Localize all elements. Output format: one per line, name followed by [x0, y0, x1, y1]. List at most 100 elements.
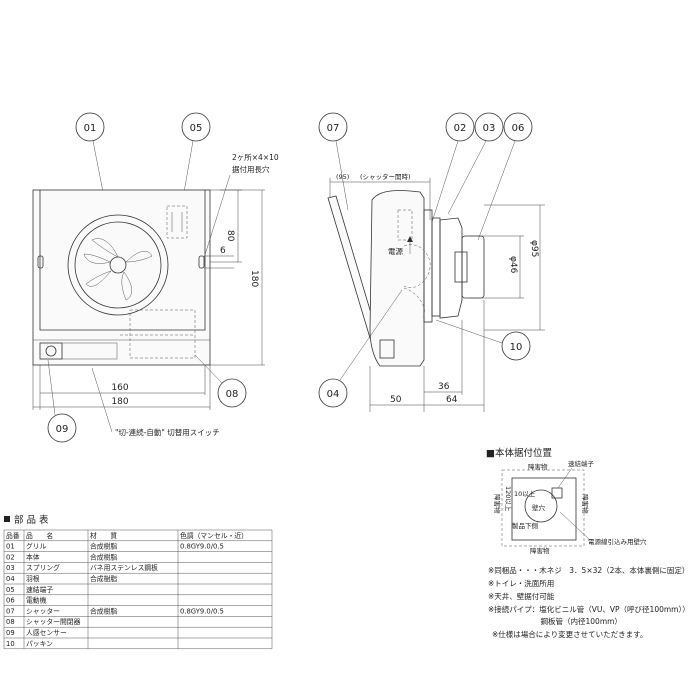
callout-08	[217, 378, 247, 408]
junction-box	[551, 487, 563, 499]
note-5: 鋼板管（内径100mm）	[488, 616, 622, 626]
obstacle-left: 障害物	[493, 494, 502, 514]
table-cell: 0.8GY9.0/0.5	[180, 607, 224, 615]
table-cell: 人感センサー	[26, 628, 67, 637]
table-cell: 08	[6, 618, 15, 626]
callout-01-label: 01	[84, 123, 97, 134]
dim-64: 64	[446, 395, 458, 405]
table-cell: パッキン	[26, 640, 53, 648]
switch-label: "切-連続-自動" 切替用スイッチ	[115, 427, 220, 437]
dia-46: φ46	[508, 256, 518, 274]
power-label: 電源	[388, 247, 403, 256]
callout-02	[445, 112, 475, 142]
callout-07-label: 07	[327, 123, 340, 134]
dim-95: (95)	[336, 173, 349, 181]
junction-label: 速結端子	[568, 459, 595, 468]
table-header-cell: 品番	[6, 532, 20, 540]
note-1: ※同梱品・・・木ネジ 3．5×32（2本、本体裏側に固定）	[488, 565, 689, 575]
obstacle-top: 障害物	[528, 462, 548, 471]
dim-80: 80	[225, 230, 235, 242]
dim-160: 160	[111, 383, 128, 393]
callout-06	[503, 112, 533, 142]
callout-04-label: 04	[327, 389, 340, 400]
table-cell: 04	[6, 575, 15, 583]
motor	[461, 235, 485, 299]
table-cell: 01	[6, 543, 15, 551]
callout-08-label: 08	[226, 389, 239, 400]
table-cell: 速結端子	[26, 585, 53, 594]
table-cell: 本体	[26, 552, 40, 561]
dim-6: 6	[220, 246, 226, 256]
shutter-switch-area	[129, 309, 196, 359]
terminal-dashed-area	[166, 205, 188, 239]
callout-07	[318, 112, 348, 142]
fan-blades	[83, 238, 153, 301]
callout-09	[47, 413, 77, 443]
callout-02-label: 02	[454, 123, 467, 134]
power-hole-label: 電源線引込み用壁穴	[588, 537, 647, 546]
callout-05-label: 05	[190, 123, 203, 134]
note-3: ※天井、壁据付可能	[488, 591, 555, 601]
callout-10	[501, 331, 531, 361]
table-cell: 06	[6, 597, 15, 605]
callout-05	[181, 112, 211, 142]
fan-outer-ring	[67, 214, 169, 316]
callout-10-label: 10	[510, 342, 523, 353]
table-cell: 合成樹脂	[90, 542, 117, 551]
dim-180-height: 180	[249, 270, 259, 287]
table-header-cell: 色調（マンセル・近）	[180, 531, 248, 540]
table-cell: 合成樹脂	[90, 606, 117, 615]
side-sensor	[379, 339, 395, 359]
obstacle-zone	[501, 469, 585, 547]
front-view: 01 05 2ヶ所×	[32, 112, 279, 443]
slot-note-line1: 2ヶ所×4×10	[232, 152, 279, 162]
table-cell: 合成樹脂	[90, 574, 117, 583]
wall-hole-circle	[524, 489, 558, 523]
dim-50: 50	[390, 395, 402, 405]
table-header-cell: 品 名	[26, 531, 53, 540]
parts-table-title: 部 品 表	[14, 514, 49, 526]
product-bottom-label: 製品下側	[512, 521, 539, 530]
table-header-cell: 材 質	[90, 531, 117, 540]
obstacle-bottom: 障害物	[530, 546, 550, 555]
shutter-open	[327, 195, 377, 339]
table-cell: 電動機	[26, 596, 47, 605]
mounting-title: ■本体据付位置	[486, 447, 552, 459]
note-2: ※トイレ・洗面所用	[488, 578, 554, 588]
note-4: ※接続パイプ：塩化ビニル管（VU、VP（呼び径100mm））	[488, 604, 690, 614]
table-cell: バネ用ステンレス鋼板	[90, 563, 158, 572]
dim-180-width: 180	[111, 397, 128, 407]
callout-03-label: 03	[483, 123, 496, 134]
note-6: ※仕様は場合により変更させていただきます。	[492, 629, 647, 639]
table-cell: 05	[6, 586, 15, 594]
shutter-open-label: (シャッター開時)	[360, 172, 411, 181]
dim-120: 120以上	[504, 486, 513, 512]
callout-06-label: 06	[512, 123, 525, 134]
obstacle-right: 障害物	[581, 494, 590, 514]
table-cell: シャッター	[26, 606, 60, 615]
table-cell: 0.8GY9.0/0.5	[180, 543, 224, 551]
mounting-body	[511, 477, 577, 541]
side-body	[369, 190, 425, 367]
table-cell: 03	[6, 564, 15, 572]
callout-09-label: 09	[56, 424, 69, 435]
table-cell: 合成樹脂	[90, 552, 117, 561]
flange	[423, 209, 433, 323]
table-cell: グリル	[26, 542, 47, 551]
table-cell: 07	[6, 607, 15, 615]
callout-01	[75, 112, 105, 142]
table-cell: 02	[6, 553, 15, 561]
table-cell: 羽根	[26, 574, 40, 583]
mounting-slot-left	[37, 255, 44, 269]
side-view: 07 02 03 06 (95) (シャッター開時) 電源	[318, 112, 545, 412]
dia-95: φ95	[529, 240, 539, 257]
table-cell: スプリング	[26, 563, 60, 572]
table-cell: シャッター開閉器	[26, 617, 81, 626]
callout-03	[474, 112, 504, 142]
front-body-outline	[32, 189, 211, 366]
callout-04	[318, 378, 348, 408]
wall-hole-label: 壁穴	[532, 503, 546, 512]
dim-10: 10以上	[514, 489, 536, 498]
